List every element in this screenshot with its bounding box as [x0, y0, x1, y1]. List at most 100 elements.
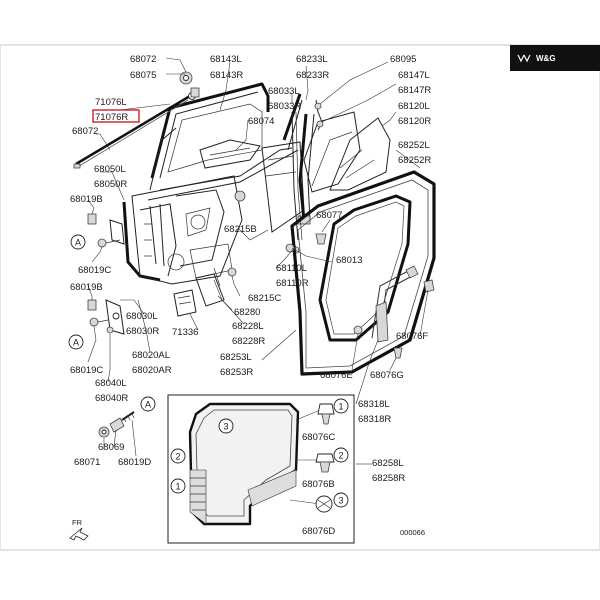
- label-68069: 68069: [98, 442, 124, 453]
- label-68252R: 68252R: [398, 155, 431, 166]
- part-68280: [195, 273, 225, 307]
- moulding-68318: [371, 269, 413, 343]
- door-inner-panel: [105, 175, 246, 335]
- label-68143R: 68143R: [210, 70, 243, 81]
- label-68215B: 68215B: [224, 224, 257, 235]
- label-68030R: 68030R: [126, 326, 159, 337]
- callout-A-3-text: A: [145, 400, 151, 410]
- label-68318L: 68318L: [358, 399, 390, 410]
- fastener-68019C-2: [89, 317, 109, 327]
- brand-badge: W&G: [510, 45, 600, 71]
- label-71076L: 71076L: [95, 97, 127, 108]
- label-68030L: 68030L: [126, 311, 158, 322]
- callout-2-right-text: 2: [339, 451, 344, 461]
- highlight-box-71076R: [92, 109, 140, 123]
- label-68252L: 68252L: [398, 140, 430, 151]
- clip-68076C: [317, 403, 335, 425]
- label-68233L: 68233L: [296, 54, 328, 65]
- label-68019B-1: 68019B: [70, 194, 103, 205]
- label-68076G: 68076G: [370, 370, 404, 381]
- leader-lines: [87, 57, 429, 465]
- brand-badge-text: W&G: [536, 54, 556, 63]
- callout-1-inset-text: 1: [176, 482, 181, 492]
- label-68074: 68074: [248, 116, 274, 127]
- fastener-68019D: [121, 411, 135, 423]
- label-68019C-2: 68019C: [70, 365, 103, 376]
- callout-A-1-text: A: [75, 238, 81, 248]
- label-68050L: 68050L: [94, 164, 126, 175]
- callout-3-right-text: 3: [339, 496, 344, 506]
- label-68075: 68075: [130, 70, 156, 81]
- label-68072-mid: 68072: [72, 126, 98, 137]
- front-indicator-text: FR: [72, 518, 83, 527]
- label-68076B: 68076B: [302, 479, 335, 490]
- label-68120R: 68120R: [398, 116, 431, 127]
- clip-68076G: [393, 347, 403, 359]
- label-68095: 68095: [390, 54, 416, 65]
- part-labels: 68072 68075 71076L 71076R 68072 68050L 6…: [70, 54, 431, 537]
- label-68147R: 68147R: [398, 85, 431, 96]
- clip-68076E: [353, 325, 363, 335]
- callout-3-right: 3: [333, 492, 349, 508]
- label-68253R: 68253R: [220, 367, 253, 378]
- label-68072-top: 68072: [130, 54, 156, 65]
- label-68020AR: 68020AR: [132, 365, 172, 376]
- clip-68076F-b: [405, 265, 419, 279]
- label-68258R: 68258R: [372, 473, 405, 484]
- label-68033R: 68033R: [268, 101, 301, 112]
- label-68019C-1: 68019C: [78, 265, 111, 276]
- label-68110L: 68110L: [276, 263, 307, 274]
- fastener-68071: [98, 426, 110, 438]
- fastener-68069: [109, 417, 125, 433]
- clip-68076D: [315, 495, 333, 513]
- fastener-68040: [106, 326, 114, 334]
- label-68019D: 68019D: [118, 457, 151, 468]
- weatherstrip-68252: [290, 170, 436, 376]
- callout-1-inset: 1: [170, 478, 186, 494]
- belt-moulding-71076: [73, 92, 196, 169]
- clip-68076F: [423, 279, 435, 293]
- label-68120L: 68120L: [398, 101, 430, 112]
- label-68050R: 68050R: [94, 179, 127, 190]
- clip-68077: [315, 233, 327, 245]
- label-68033L: 68033L: [268, 86, 300, 97]
- label-68076E: 68076E: [320, 370, 353, 381]
- callout-3-inset: 3: [218, 418, 234, 434]
- label-68076D: 68076D: [302, 526, 335, 537]
- callout-2-right: 2: [333, 447, 349, 463]
- label-68228L: 68228L: [232, 321, 264, 332]
- fastener-68019B-2: [87, 299, 97, 311]
- label-68076F: 68076F: [396, 331, 428, 342]
- callout-3-inset-text: 3: [224, 422, 229, 432]
- label-68013: 68013: [336, 255, 362, 266]
- label-68143L: 68143L: [210, 54, 242, 65]
- callout-2-inset: 2: [170, 448, 186, 464]
- label-68228R: 68228R: [232, 336, 265, 347]
- label-68040R: 68040R: [95, 393, 128, 404]
- label-68019B-2: 68019B: [70, 282, 103, 293]
- label-68071: 68071: [74, 457, 100, 468]
- weatherstrip-68253: [318, 194, 412, 342]
- label-68076C: 68076C: [302, 432, 335, 443]
- brand-logo-icon: [517, 54, 531, 63]
- clip-68072-top: [179, 71, 200, 98]
- callout-2-inset-text: 2: [176, 452, 181, 462]
- callout-A-2-text: A: [73, 338, 79, 348]
- label-68147L: 68147L: [398, 70, 430, 81]
- callout-1-right: 1: [333, 398, 349, 414]
- clip-68013: [285, 243, 295, 253]
- label-68318R: 68318R: [358, 414, 391, 425]
- front-indicator: FR: [69, 518, 89, 541]
- label-68077: 68077: [316, 210, 342, 221]
- label-68253L: 68253L: [220, 352, 252, 363]
- callout-1-right-text: 1: [339, 402, 344, 412]
- label-68110R: 68110R: [276, 278, 309, 289]
- label-71336: 71336: [172, 327, 198, 338]
- fastener-68019B-1: [87, 213, 97, 225]
- label-68215C: 68215C: [248, 293, 281, 304]
- callout-A-1: A: [70, 234, 86, 250]
- label-68258L: 68258L: [372, 458, 404, 469]
- label-68233R: 68233R: [296, 70, 329, 81]
- label-71076R: 71076R: [95, 112, 128, 123]
